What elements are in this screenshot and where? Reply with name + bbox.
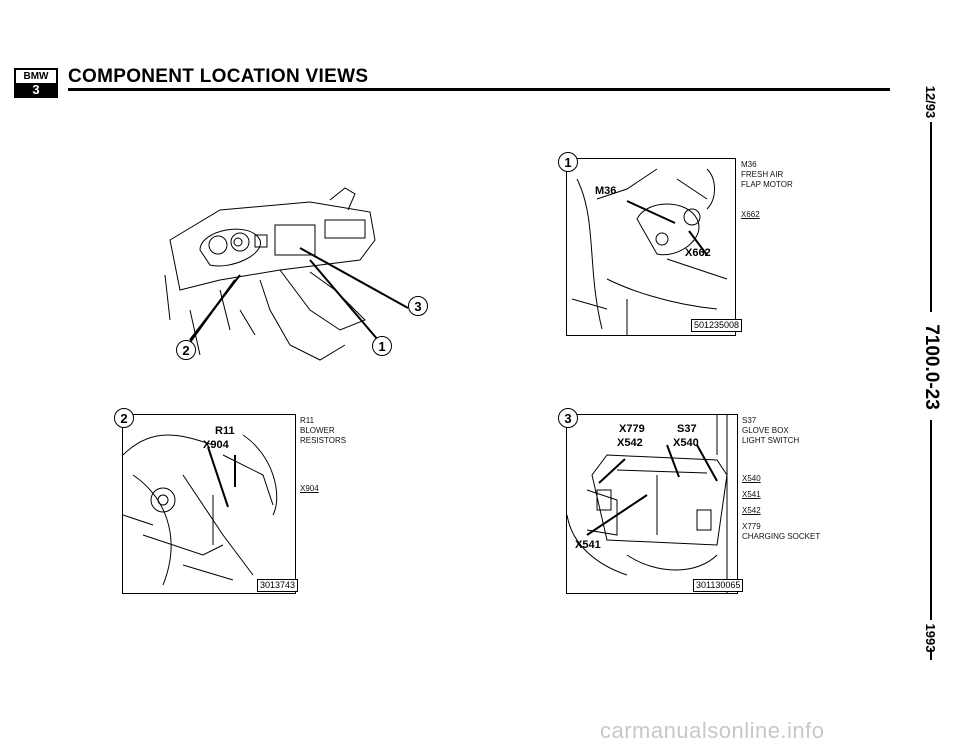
label-m36: M36 [595, 185, 617, 197]
side-rule-top [930, 122, 932, 312]
label-x662: X662 [685, 247, 711, 259]
panel-3-part-number: 301130065 [693, 579, 744, 592]
label-s37: S37 [677, 423, 697, 435]
panel-3-drawing [566, 415, 728, 593]
side-year: 1993 [923, 623, 938, 653]
note-x904-code: X904 [300, 484, 319, 493]
note-s37-desc-2: LIGHT SWITCH [742, 436, 800, 445]
side-date: 12/93 [923, 85, 938, 119]
note-x540-code: X540 [742, 474, 761, 483]
panel-2-part-number: 3013743 [257, 579, 299, 592]
title-rule [68, 88, 890, 91]
callout-1-marker: 1 [372, 336, 392, 356]
note-m36-code: M36 [741, 160, 757, 169]
panel-1-notes: M36 FRESH AIR FLAP MOTOR X662 [741, 160, 793, 220]
label-x779: X779 [619, 423, 645, 435]
side-rule-middle [930, 420, 932, 620]
callout-3-marker: 3 [408, 296, 428, 316]
label-x542: X542 [617, 437, 643, 449]
panel-3-number: 3 [558, 408, 578, 428]
panel-3-glove-box: X779 X542 S37 X540 X541 301130065 [566, 414, 744, 594]
panel-2-drawing [122, 434, 278, 586]
note-x779-code: X779 [742, 522, 761, 531]
note-r11-code: R11 [300, 416, 315, 425]
panel-1-drawing [571, 168, 728, 335]
logo-series: 3 [16, 83, 56, 96]
side-section-number: 7100.0-23 [921, 324, 942, 410]
label-x541: X541 [575, 539, 601, 551]
watermark-text: carmanualsonline.info [600, 718, 825, 743]
note-m36-desc-1: FRESH AIR [741, 170, 784, 179]
bmw-3-series-logo: BMW 3 [14, 68, 58, 98]
panel-2-notes: R11 BLOWER RESISTORS X904 [300, 416, 346, 494]
panel-3-notes: S37 GLOVE BOX LIGHT SWITCH X540 X541 X54… [742, 416, 820, 542]
note-x662-code: X662 [741, 210, 760, 219]
note-s37-code: S37 [742, 416, 757, 425]
panel-1-fresh-air-flap-motor: M36 X662 501235008 [566, 158, 743, 336]
label-x540: X540 [673, 437, 699, 449]
page-title: COMPONENT LOCATION VIEWS [68, 66, 369, 87]
note-x779-desc: CHARGING SOCKET [742, 532, 821, 541]
side-rule-bottom [930, 650, 932, 660]
callout-2-marker: 2 [176, 340, 196, 360]
panel-2-number: 2 [114, 408, 134, 428]
note-r11-desc-2: RESISTORS [300, 436, 347, 445]
panel-2-blower-resistors: R11 X904 3013743 [122, 414, 299, 594]
label-r11: R11 [215, 425, 235, 437]
panel-1-number: 1 [558, 152, 578, 172]
note-m36-desc-2: FLAP MOTOR [741, 180, 793, 189]
label-x904: X904 [203, 439, 229, 451]
note-r11-desc-1: BLOWER [300, 426, 335, 435]
note-x542-code: X542 [742, 506, 761, 515]
dashboard-overview-illustration [160, 180, 420, 370]
panel-1-part-number: 501235008 [691, 319, 743, 332]
dashboard-drawing [164, 187, 409, 361]
note-s37-desc-1: GLOVE BOX [742, 426, 789, 435]
note-x541-code: X541 [742, 490, 761, 499]
